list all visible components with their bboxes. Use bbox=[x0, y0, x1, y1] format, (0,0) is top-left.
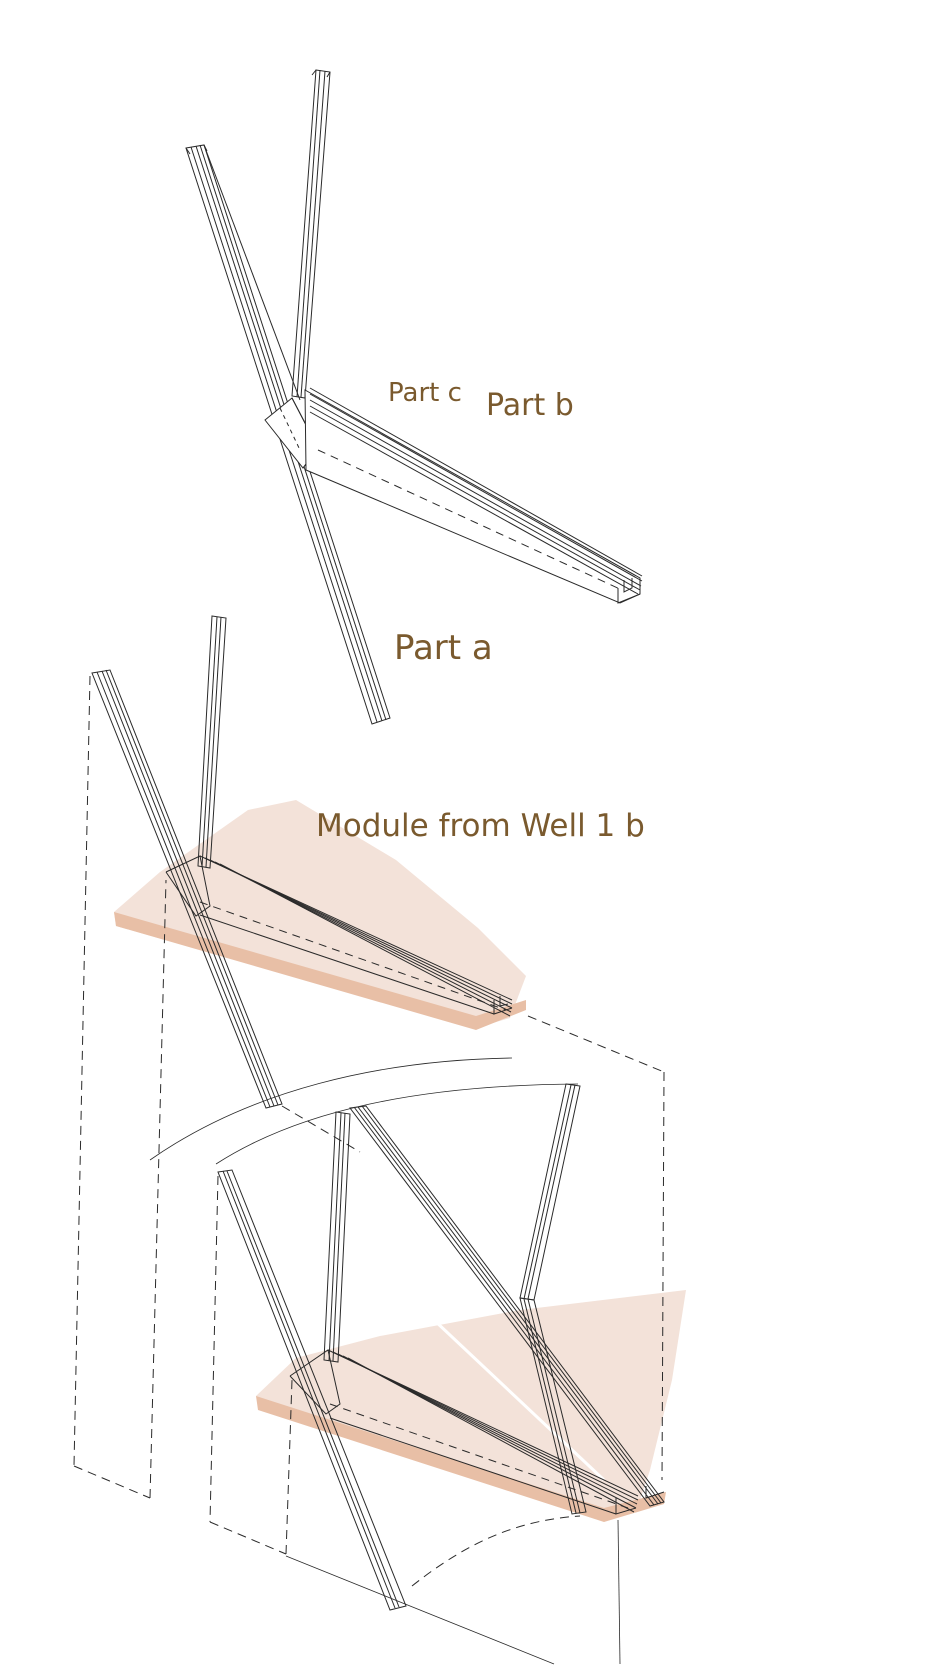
bottom-assembly bbox=[217, 1083, 686, 1611]
bottom-panel-edge bbox=[256, 1396, 666, 1522]
top-assembly bbox=[185, 69, 643, 725]
module-label: Module from Well 1 b bbox=[316, 808, 645, 844]
part-b-label: Part b bbox=[486, 388, 574, 423]
part-c-member bbox=[291, 69, 331, 399]
lower-dashed-arc bbox=[411, 1515, 581, 1587]
construction-lines bbox=[73, 675, 665, 1665]
mid-arc bbox=[215, 1083, 579, 1165]
middle-panel-edge bbox=[114, 912, 526, 1030]
part-c-label: Part c bbox=[388, 378, 462, 408]
upper-arc bbox=[149, 1057, 513, 1161]
part-b-member bbox=[304, 387, 643, 604]
part-a-label: Part a bbox=[394, 628, 493, 668]
middle-assembly bbox=[91, 615, 526, 1109]
